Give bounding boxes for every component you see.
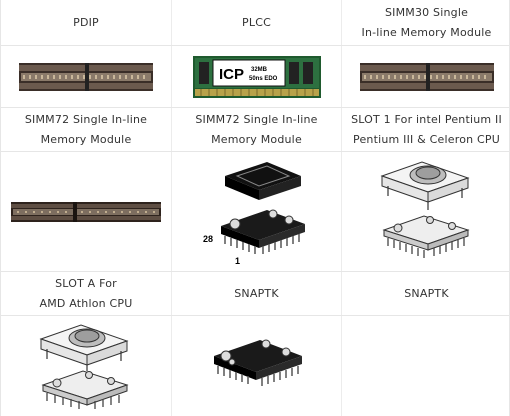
package-label: Pentium III & Celeron CPU bbox=[353, 132, 500, 146]
package-label: AMD Athlon CPU bbox=[39, 296, 133, 310]
image-cell bbox=[1, 46, 171, 107]
label-cell: PDIP bbox=[1, 0, 171, 45]
module-spec: 32MB bbox=[251, 67, 268, 73]
image-cell bbox=[171, 316, 341, 416]
image-cell bbox=[341, 152, 510, 271]
package-label: Memory Module bbox=[40, 132, 132, 146]
image-cell bbox=[1, 152, 171, 271]
image-cell bbox=[341, 46, 510, 107]
snaptk-chip-image bbox=[213, 339, 302, 386]
package-label: SNAPTK bbox=[404, 286, 449, 300]
package-label: SIMM72 Single In-line bbox=[24, 112, 148, 126]
label-cell: SNAPTK bbox=[341, 272, 510, 315]
package-label: PLCC bbox=[242, 15, 271, 29]
label-cell: SIMM72 Single In-line Memory Module bbox=[171, 108, 341, 151]
label-cell: SNAPTK bbox=[171, 272, 341, 315]
label-row: SLOT A For AMD Athlon CPU SNAPTK SNAPTK bbox=[1, 272, 510, 316]
package-label: In-line Memory Module bbox=[361, 25, 492, 39]
package-label: SLOT 1 For intel Pentium II bbox=[351, 112, 502, 126]
package-label: SLOT A For bbox=[55, 276, 117, 290]
label-cell: SLOT 1 For intel Pentium II Pentium III … bbox=[341, 108, 510, 151]
image-cell bbox=[1, 316, 171, 416]
plcc-chip-exploded-image: 28 1 bbox=[203, 161, 305, 266]
cpu-socket-exploded-image bbox=[39, 324, 129, 409]
image-row bbox=[1, 316, 510, 416]
memory-strip-image bbox=[19, 62, 153, 91]
image-row: ICP 32MB 50ns EDO bbox=[1, 46, 510, 108]
pin-label-28: 28 bbox=[203, 234, 213, 244]
cpu-socket-exploded-image bbox=[379, 160, 470, 258]
image-cell: ICP 32MB 50ns EDO bbox=[171, 46, 341, 107]
image-row: 28 1 bbox=[1, 152, 510, 272]
label-cell: PLCC bbox=[171, 0, 341, 45]
label-cell: SLOT A For AMD Athlon CPU bbox=[1, 272, 171, 315]
memory-module-image: ICP 32MB 50ns EDO bbox=[192, 55, 321, 98]
package-label: SIMM30 Single bbox=[384, 5, 469, 19]
image-cell: 28 1 bbox=[171, 152, 341, 271]
package-label: PDIP bbox=[73, 15, 99, 29]
label-cell: SIMM30 Single In-line Memory Module bbox=[341, 0, 510, 45]
package-label: Memory Module bbox=[211, 132, 302, 146]
memory-strip-long-image bbox=[11, 201, 161, 222]
memory-strip-image bbox=[359, 62, 494, 91]
module-spec: 50ns EDO bbox=[249, 76, 278, 82]
module-brand: ICP bbox=[219, 66, 244, 83]
package-label: SIMM72 Single In-line bbox=[195, 112, 318, 126]
pin-label-1: 1 bbox=[235, 256, 240, 266]
image-cell bbox=[341, 316, 510, 416]
label-row: SIMM72 Single In-line Memory Module SIMM… bbox=[1, 108, 510, 152]
label-cell: SIMM72 Single In-line Memory Module bbox=[1, 108, 171, 151]
package-label: SNAPTK bbox=[234, 286, 279, 300]
label-row: PDIP PLCC SIMM30 Single In-line Memory M… bbox=[1, 0, 510, 46]
